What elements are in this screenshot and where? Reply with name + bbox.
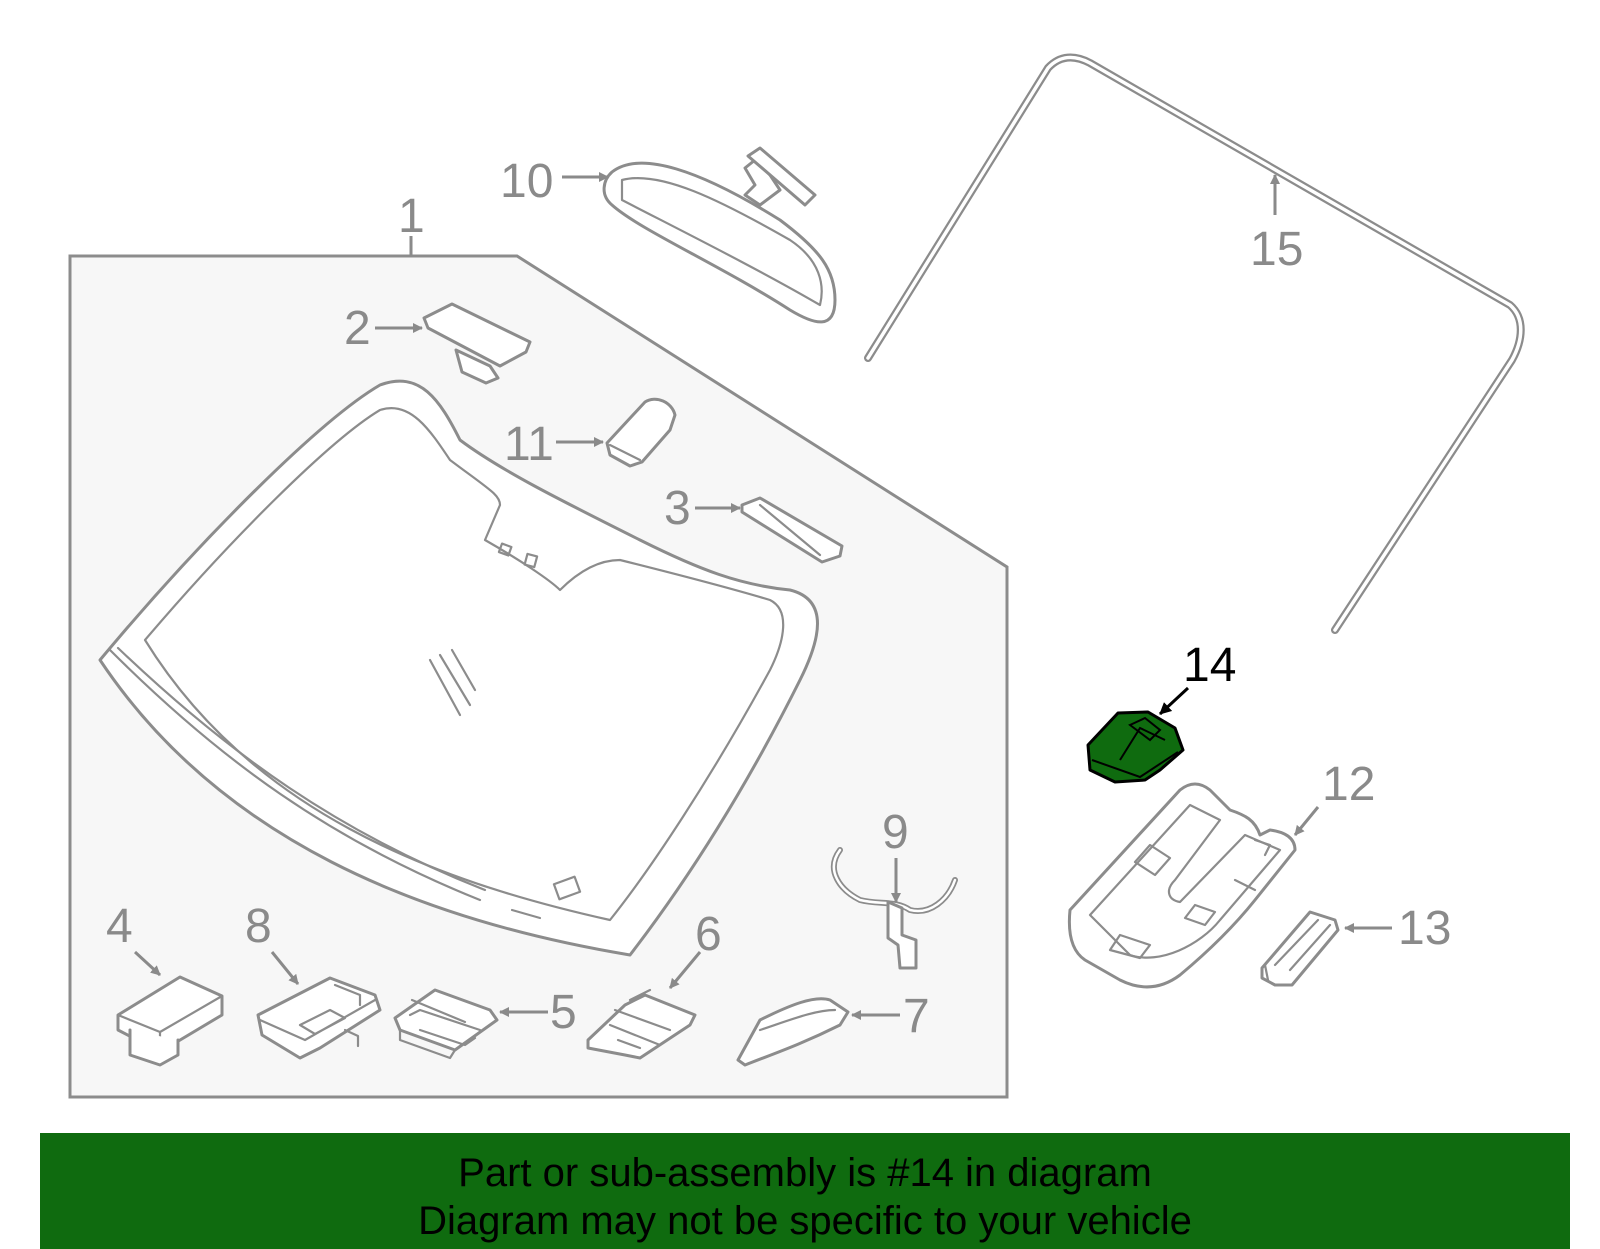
callout-15: 15 — [1250, 223, 1303, 276]
mounting-block[interactable] — [116, 975, 224, 1067]
callout-2: 2 — [344, 302, 371, 355]
callout-6: 6 — [695, 908, 722, 961]
bracket-strip[interactable] — [740, 496, 844, 564]
banner-disclaimer: Diagram may not be specific to your vehi… — [418, 1199, 1192, 1243]
callout-11: 11 — [504, 418, 554, 471]
windshield-glass[interactable] — [98, 379, 819, 957]
sensor-cover[interactable] — [422, 302, 532, 385]
retainer-clip-8[interactable] — [256, 976, 382, 1060]
callout-12: 12 — [1322, 758, 1375, 811]
callout-10: 10 — [500, 155, 553, 208]
console-clip[interactable] — [1260, 910, 1340, 987]
callout-9: 9 — [882, 806, 909, 859]
banner-part-note: Part or sub-assembly is #14 in diagram — [458, 1151, 1152, 1195]
info-banner: Part or sub-assembly is #14 in diagram D… — [40, 1133, 1570, 1249]
retainer-clip-5[interactable] — [393, 988, 499, 1060]
callout-4: 4 — [106, 900, 133, 953]
trim-cover[interactable] — [736, 997, 850, 1067]
callout-13: 13 — [1398, 902, 1451, 955]
callout-8: 8 — [245, 900, 272, 953]
callout-7: 7 — [903, 990, 930, 1043]
callout-5: 5 — [550, 986, 577, 1039]
retainer-clip-6[interactable] — [586, 988, 697, 1060]
wire-harness[interactable] — [831, 847, 958, 970]
camera-cover[interactable] — [605, 397, 677, 468]
overhead-console-housing[interactable] — [1067, 782, 1297, 989]
highlighted-part-14[interactable] — [1086, 710, 1185, 784]
callout-3: 3 — [664, 482, 691, 535]
callout-1: 1 — [398, 190, 425, 243]
callout-14: 14 — [1183, 639, 1236, 692]
rearview-mirror[interactable] — [602, 146, 837, 324]
